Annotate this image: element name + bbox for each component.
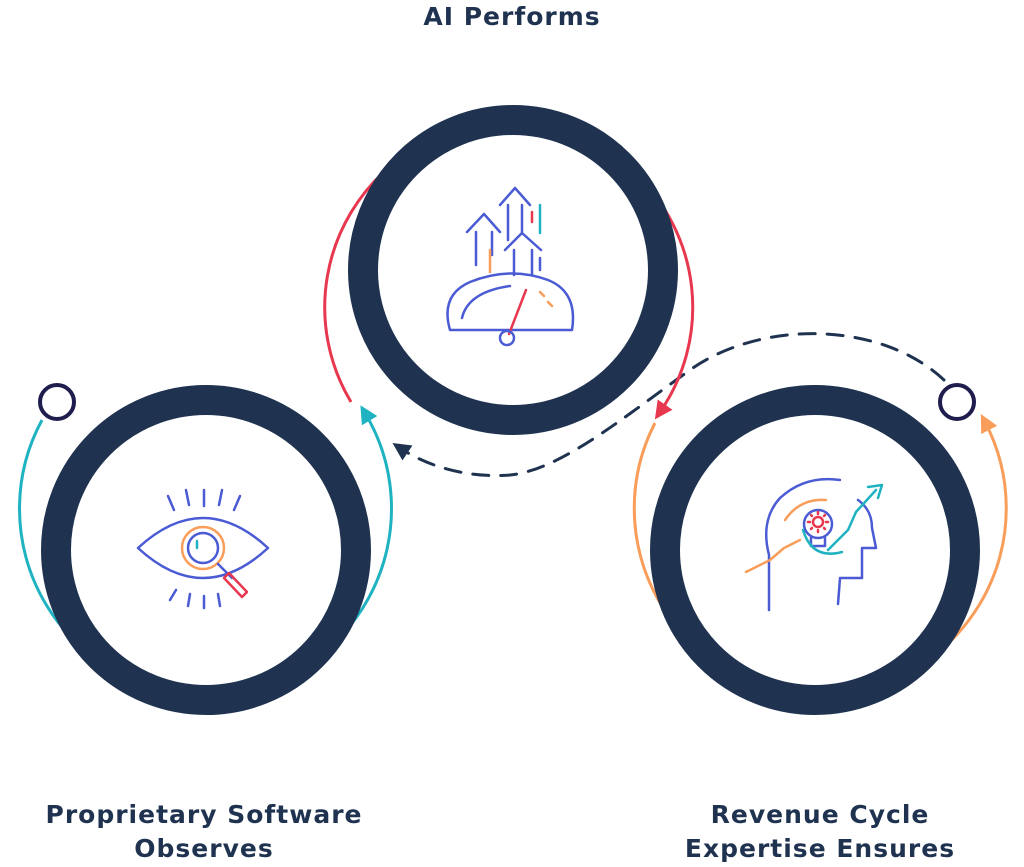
right-start-node [938,383,976,421]
step-title-left-line1: Proprietary Software [45,800,363,829]
dashed-connector [392,332,946,477]
head-lightbulb-growth-icon [744,477,884,612]
step-title-right-line2: Expertise Ensures [684,834,956,863]
left-start-node [38,383,76,421]
step-title-ai-performs: AI Performs [312,0,712,34]
step-title-left-line2: Observes [134,834,274,863]
speedometer-growth-icon [446,186,575,347]
step-title-top-line: AI Performs [423,2,601,31]
step-title-revenue-cycle: Revenue Cycle Expertise Ensures [616,798,1024,866]
step-title-proprietary-software: Proprietary Software Observes [0,798,408,866]
step-title-right-line1: Revenue Cycle [710,800,930,829]
eye-magnifier-icon [136,488,270,610]
left-ring [41,385,371,715]
